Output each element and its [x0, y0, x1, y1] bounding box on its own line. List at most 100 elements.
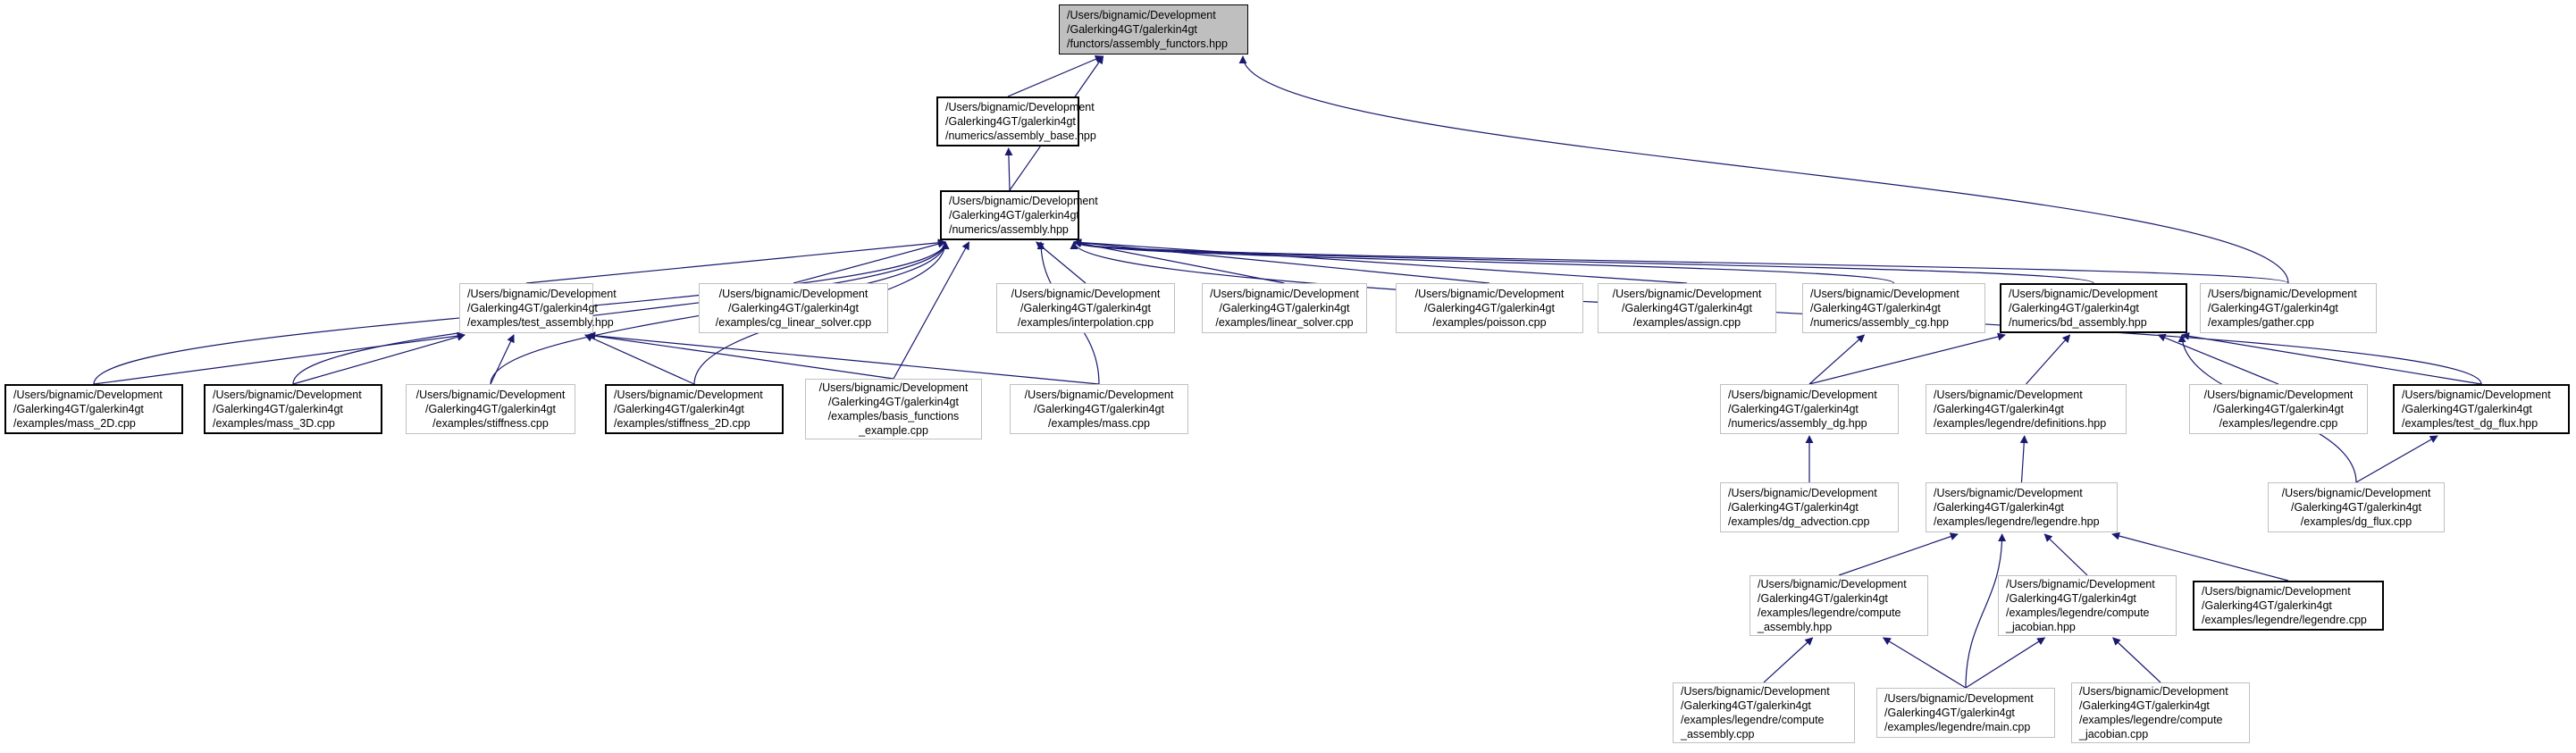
file-node-label-line: /Users/bignamic/Development [1210, 288, 1359, 300]
file-node-bd-assembly-hpp[interactable]: /Users/bignamic/Development/Galerking4GT… [2000, 283, 2187, 333]
file-node-gather-cpp[interactable]: /Users/bignamic/Development/Galerking4GT… [2200, 283, 2377, 333]
file-node-compute-assembly-hpp[interactable]: /Users/bignamic/Development/Galerking4GT… [1749, 575, 1928, 636]
file-node-label-line: /Users/bignamic/Development [718, 288, 868, 300]
include-edge-assembly-hpp-to-assembly-base-hpp [1004, 147, 1013, 191]
file-node-label-line: /numerics/assembly_base.hpp [945, 130, 1096, 142]
include-edge-definitions-hpp-to-bd-assembly-hpp [2026, 334, 2071, 385]
file-node-label-line: /Users/bignamic/Development [2281, 487, 2431, 499]
file-node-assembly-cg-hpp[interactable]: /Users/bignamic/Development/Galerking4GT… [1802, 283, 1985, 333]
file-node-dg-advection-cpp[interactable]: /Users/bignamic/Development/Galerking4GT… [1720, 482, 1899, 532]
file-node-definitions-hpp[interactable]: /Users/bignamic/Development/Galerking4GT… [1926, 384, 2127, 434]
file-node-compute-assembly-cpp[interactable]: /Users/bignamic/Development/Galerking4GT… [1673, 682, 1855, 743]
file-node-label-line: _assembly.cpp [1681, 728, 1755, 740]
file-node-label-line: /numerics/assembly_dg.hpp [1728, 417, 1867, 430]
file-node-label-line: /Users/bignamic/Development [945, 101, 1095, 113]
file-node-dg-flux-cpp[interactable]: /Users/bignamic/Development/Galerking4GT… [2268, 482, 2445, 532]
include-edge-gather-cpp-to-assembly-functors-hpp [1238, 55, 2289, 284]
file-node-label-line: /functors/assembly_functors.hpp [1067, 38, 1228, 50]
include-edge-main-cpp-to-compute-assembly-hpp [1882, 637, 1967, 689]
file-node-poisson-cpp[interactable]: /Users/bignamic/Development/Galerking4GT… [1396, 283, 1583, 333]
file-node-assembly-dg-hpp[interactable]: /Users/bignamic/Development/Galerking4GT… [1720, 384, 1899, 434]
include-edge-mass-cpp-to-test-assembly-hpp [587, 331, 1100, 385]
file-node-label-line: _example.cpp [859, 424, 928, 437]
include-edge-assembly-base-hpp-to-assembly-functors-hpp [1007, 55, 1103, 97]
include-edge-test-dg-flux-hpp-to-assembly-hpp [1070, 241, 2482, 385]
file-node-assign-cpp[interactable]: /Users/bignamic/Development/Galerking4GT… [1598, 283, 1776, 333]
include-edge-bd-assembly-hpp-to-assembly-hpp [1070, 241, 2094, 284]
file-node-label-line: /Galerking4GT/galerkin4gt [1067, 23, 1197, 36]
file-node-assembly-hpp[interactable]: /Users/bignamic/Development/Galerking4GT… [940, 190, 1098, 240]
include-edge-test-assembly-hpp-to-assembly-hpp [525, 238, 946, 284]
file-node-assembly-base-hpp[interactable]: /Users/bignamic/Development/Galerking4GT… [936, 96, 1096, 146]
file-node-label-line: /Galerking4GT/galerkin4gt [1034, 403, 1164, 415]
file-node-mass-3D-cpp[interactable]: /Users/bignamic/Development/Galerking4GT… [204, 384, 382, 434]
file-node-label-line: /examples/legendre/compute [2079, 714, 2223, 726]
file-node-main-cpp[interactable]: /Users/bignamic/Development/Galerking4GT… [1876, 688, 2055, 738]
file-node-label-line: /Users/bignamic/Development [2202, 585, 2351, 598]
include-edge-main-cpp-to-legendre-hpp [1965, 533, 2007, 689]
file-node-label-line: /examples/legendre/legendre.hpp [1934, 515, 2100, 528]
file-node-label-line: /examples/legendre/compute [1681, 714, 1825, 726]
file-node-label-line: /examples/mass.cpp [1048, 417, 1150, 430]
file-node-label-line: /Users/bignamic/Development [2009, 288, 2158, 300]
file-node-label-line: /Users/bignamic/Development [1681, 685, 1830, 698]
include-edge-assembly-dg-hpp-to-assembly-cg-hpp [1808, 334, 1866, 385]
file-node-interpolation-cpp[interactable]: /Users/bignamic/Development/Galerking4GT… [996, 283, 1175, 333]
file-node-label-line: /examples/cg_linear_solver.cpp [715, 316, 872, 329]
file-node-test-assembly-hpp[interactable]: /Users/bignamic/Development/Galerking4GT… [459, 283, 617, 333]
file-node-legendre-cpp[interactable]: /Users/bignamic/Development/Galerking4GT… [2189, 384, 2368, 434]
include-edge-compute-jacobian-cpp-to-compute-jacobian-hpp [2112, 637, 2161, 683]
file-node-mass-cpp[interactable]: /Users/bignamic/Development/Galerking4GT… [1010, 384, 1188, 434]
include-edge-test-dg-flux-hpp-to-bd-assembly-hpp [2181, 331, 2482, 385]
file-node-label-line: /Galerking4GT/galerkin4gt [949, 209, 1079, 222]
file-node-label-line: /Galerking4GT/galerkin4gt [1758, 592, 1888, 605]
include-edge-assign-cpp-to-assembly-hpp [1073, 238, 1688, 284]
include-edge-legendre-legendre-cpp-to-legendre-hpp [2111, 531, 2289, 581]
file-node-label-line: /Users/bignamic/Development [818, 381, 969, 394]
include-edge-compute-assembly-cpp-to-compute-assembly-hpp [1763, 637, 1814, 683]
file-node-label-line: /examples/mass_3D.cpp [213, 417, 335, 430]
file-node-stiffness-cpp[interactable]: /Users/bignamic/Development/Galerking4GT… [406, 384, 575, 434]
file-node-label-line: /Users/bignamic/Development [2402, 389, 2551, 401]
file-node-label-line: /Galerking4GT/galerkin4gt [1934, 501, 2064, 514]
file-node-label-line: _jacobian.cpp [2079, 728, 2149, 740]
file-node-label-line: /numerics/assembly.hpp [949, 223, 1069, 236]
file-node-label-line: /examples/linear_solver.cpp [1215, 316, 1354, 329]
file-node-linear-solver-cpp[interactable]: /Users/bignamic/Development/Galerking4GT… [1202, 283, 1367, 333]
file-node-label-line: /Galerking4GT/galerkin4gt [2213, 403, 2344, 415]
file-node-cg-linear-solver-cpp[interactable]: /Users/bignamic/Development/Galerking4GT… [699, 283, 888, 333]
file-node-label-line: /Users/bignamic/Development [1011, 288, 1161, 300]
file-node-legendre-legendre-cpp[interactable]: /Users/bignamic/Development/Galerking4GT… [2193, 581, 2384, 631]
file-node-label-line: /Galerking4GT/galerkin4gt [945, 115, 1076, 128]
file-node-label-line: /Galerking4GT/galerkin4gt [1424, 302, 1555, 314]
file-node-label-line: /examples/dg_advection.cpp [1728, 515, 1870, 528]
file-node-label-line: /Users/bignamic/Development [614, 389, 763, 401]
file-node-label-line: /Users/bignamic/Development [1934, 487, 2083, 499]
file-node-label-line: /Galerking4GT/galerkin4gt [1810, 302, 1941, 314]
file-node-legendre-hpp[interactable]: /Users/bignamic/Development/Galerking4GT… [1926, 482, 2118, 532]
file-node-label-line: /examples/stiffness_2D.cpp [614, 417, 751, 430]
file-node-compute-jacobian-hpp[interactable]: /Users/bignamic/Development/Galerking4GT… [1998, 575, 2177, 636]
file-node-test-dg-flux-hpp[interactable]: /Users/bignamic/Development/Galerking4GT… [2393, 384, 2570, 434]
include-edge-assembly-dg-hpp-to-bd-assembly-hpp [1808, 332, 2006, 385]
file-node-label-line: /Galerking4GT/galerkin4gt [213, 403, 343, 415]
file-node-label-line: /examples/legendre.cpp [2219, 417, 2338, 430]
file-node-label-line: /Users/bignamic/Development [213, 389, 362, 401]
file-node-label-line: /Galerking4GT/galerkin4gt [1219, 302, 1350, 314]
file-node-assembly-functors-hpp[interactable]: /Users/bignamic/Development/Galerking4GT… [1059, 4, 1248, 54]
file-node-compute-jacobian-cpp[interactable]: /Users/bignamic/Development/Galerking4GT… [2071, 682, 2250, 743]
file-node-label-line: /Galerking4GT/galerkin4gt [1020, 302, 1151, 314]
file-node-label-line: /examples/gather.cpp [2208, 316, 2314, 329]
file-node-label-line: /Users/bignamic/Development [2208, 288, 2357, 300]
file-node-label-line: /Galerking4GT/galerkin4gt [2208, 302, 2338, 314]
file-node-label-line: /Users/bignamic/Development [13, 389, 163, 401]
file-node-label-line: /examples/assign.cpp [1632, 316, 1741, 329]
file-node-label-line: /Galerking4GT/galerkin4gt [1622, 302, 1752, 314]
file-node-label-line: /examples/poisson.cpp [1432, 316, 1547, 329]
file-node-label-line: /examples/legendre/main.cpp [1884, 721, 2031, 733]
file-node-mass-2D-cpp[interactable]: /Users/bignamic/Development/Galerking4GT… [4, 384, 183, 434]
file-node-basis-functions-example-cpp[interactable]: /Users/bignamic/Development/Galerking4GT… [805, 379, 982, 439]
file-node-label-line: /Galerking4GT/galerkin4gt [1884, 707, 2015, 719]
file-node-label-line: /Galerking4GT/galerkin4gt [728, 302, 859, 314]
file-node-stiffness-2D-cpp[interactable]: /Users/bignamic/Development/Galerking4GT… [605, 384, 784, 434]
